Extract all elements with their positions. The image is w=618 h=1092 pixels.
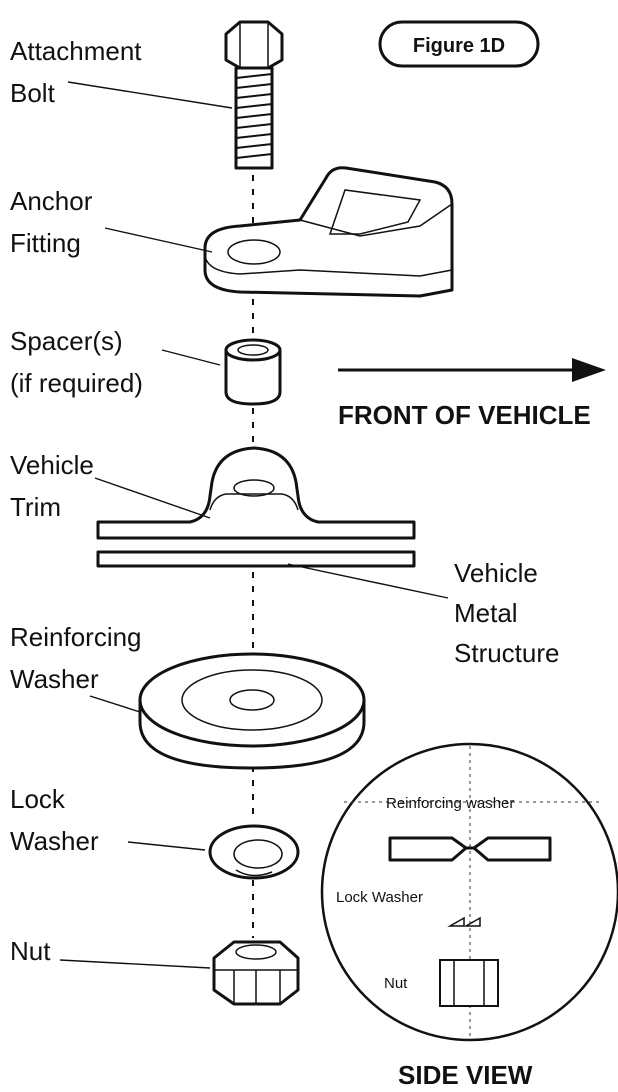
svg-text:Fitting: Fitting — [10, 228, 81, 258]
side-view-reinforcing-washer-label: Reinforcing washer — [386, 795, 514, 812]
svg-text:Metal: Metal — [454, 598, 518, 628]
spacer — [224, 338, 282, 406]
vehicle-metal-structure — [96, 550, 416, 568]
nut-leader — [59, 959, 211, 969]
side-view-reinforcing-washer — [388, 836, 552, 862]
attachment-bolt — [224, 20, 284, 170]
lock-washer-label: Lock Washer — [10, 784, 99, 856]
side-view-nut-label: Nut — [384, 975, 408, 992]
bolt-leader — [67, 81, 233, 109]
anchor-leader — [104, 227, 213, 253]
reinforcing-washer — [138, 652, 366, 770]
anchor-fitting — [203, 166, 454, 298]
bolt-label: Attachment Bolt — [10, 36, 142, 108]
svg-text:Bolt: Bolt — [10, 78, 56, 108]
side-view-nut — [439, 959, 499, 1007]
svg-text:Figure 1D: Figure 1D — [413, 35, 505, 57]
vehicle-trim — [96, 446, 416, 540]
front-of-vehicle-label: FRONT OF VEHICLE — [338, 400, 591, 430]
hex-nut — [212, 940, 300, 1006]
svg-text:Spacer(s): Spacer(s) — [10, 326, 123, 356]
side-view-lock-washer-label: Lock Washer — [336, 889, 423, 906]
side-view-inset: Reinforcing washer Lock Washer Nut — [320, 742, 618, 1042]
svg-text:Attachment: Attachment — [10, 36, 142, 66]
svg-text:(if required): (if required) — [10, 368, 143, 398]
reinforcing-washer-leader — [89, 695, 141, 713]
svg-text:Washer: Washer — [10, 664, 99, 694]
reinforcing-washer-label: Reinforcing Washer — [10, 622, 142, 694]
trim-label: Vehicle Trim — [10, 450, 94, 522]
trim-leader — [94, 477, 211, 519]
svg-text:Trim: Trim — [10, 492, 61, 522]
metal-label: Vehicle Metal Structure — [454, 558, 560, 668]
lock-washer-leader — [127, 841, 206, 851]
svg-text:Vehicle: Vehicle — [10, 450, 94, 480]
anchor-label: Anchor Fitting — [10, 186, 93, 258]
front-direction-arrow — [338, 358, 606, 382]
lock-washer — [208, 824, 300, 880]
side-view-lock-washer — [447, 916, 481, 927]
spacer-leader — [161, 349, 221, 366]
svg-text:Structure: Structure — [454, 638, 560, 668]
svg-text:Vehicle: Vehicle — [454, 558, 538, 588]
figure-label: Figure 1D — [378, 20, 540, 68]
metal-leader — [287, 563, 449, 599]
side-view-title: SIDE VIEW — [398, 1060, 533, 1090]
svg-text:Reinforcing: Reinforcing — [10, 622, 142, 652]
svg-text:Lock: Lock — [10, 784, 66, 814]
nut-label: Nut — [10, 936, 51, 966]
svg-text:Anchor: Anchor — [10, 186, 93, 216]
spacer-label: Spacer(s) (if required) — [10, 326, 143, 398]
svg-text:Washer: Washer — [10, 826, 99, 856]
